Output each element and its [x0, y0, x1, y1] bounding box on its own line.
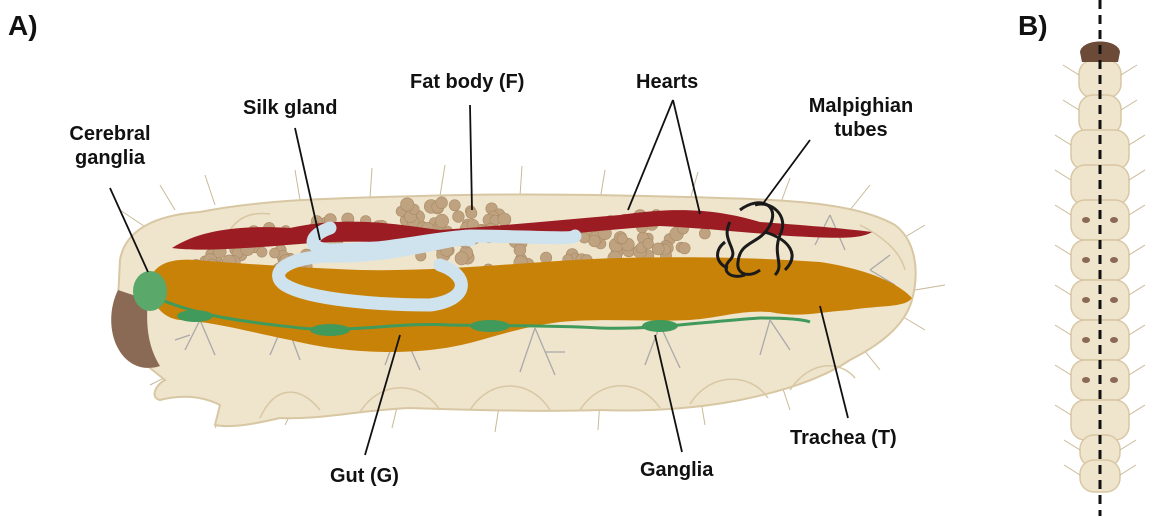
spiracle: [1082, 377, 1090, 383]
dorsal-seta: [1055, 135, 1071, 145]
dorsal-seta: [1129, 245, 1145, 255]
dorsal-seta: [1055, 170, 1071, 180]
dorsal-seta: [1055, 285, 1071, 295]
dorsal-seta: [1129, 325, 1145, 335]
spiracle: [1110, 257, 1118, 263]
spiracle: [1110, 377, 1118, 383]
dorsal-seta: [1063, 100, 1079, 110]
dorsal-seta: [1129, 365, 1145, 375]
dorsal-seta: [1055, 245, 1071, 255]
fat-body-cell: [679, 243, 690, 254]
label-hearts: Hearts: [636, 70, 698, 94]
fat-body-cell: [455, 252, 468, 265]
label-silk-gland: Silk gland: [243, 96, 337, 120]
dorsal-seta: [1129, 135, 1145, 145]
dorsal-seta: [1129, 170, 1145, 180]
spiracle: [1082, 337, 1090, 343]
fat-body-cell: [401, 198, 414, 211]
dorsal-seta: [1064, 465, 1080, 475]
spiracle: [1110, 297, 1118, 303]
dorsal-seta: [1121, 65, 1137, 75]
label-fat-body: Fat body (F): [410, 70, 524, 94]
dorsal-seta: [1120, 440, 1136, 450]
dorsal-seta: [1055, 325, 1071, 335]
panel-label-b: B): [1018, 10, 1048, 42]
fat-body-cell: [617, 234, 627, 244]
label-malpighian-tubes: Malpighian tubes: [796, 94, 926, 142]
fat-body-cell: [453, 211, 465, 223]
fat-body-cell: [652, 243, 664, 255]
dorsal-seta: [1129, 405, 1145, 415]
label-cerebral-ganglia-line1: Cerebral: [50, 122, 170, 146]
dorsal-seta: [1064, 440, 1080, 450]
fat-body-cell: [589, 235, 601, 247]
dorsal-seta: [1063, 65, 1079, 75]
panel-label-a: A): [8, 10, 38, 42]
label-malpighian-line1: Malpighian: [796, 94, 926, 118]
fat-body-cell: [270, 248, 280, 258]
label-gut: Gut (G): [330, 464, 399, 488]
spiracle: [1082, 257, 1090, 263]
dorsal-seta: [1055, 365, 1071, 375]
label-cerebral-ganglia-line2: ganglia: [50, 146, 170, 170]
dorsal-seta: [1120, 465, 1136, 475]
label-ganglia: Ganglia: [640, 458, 713, 482]
label-malpighian-line2: tubes: [796, 118, 926, 142]
label-cerebral-ganglia: Cerebral ganglia: [50, 122, 170, 170]
label-trachea: Trachea (T): [790, 426, 897, 450]
spiracle: [1082, 217, 1090, 223]
fat-body-cell: [699, 228, 710, 239]
dorsal-seta: [1129, 285, 1145, 295]
cerebral-ganglia: [133, 271, 167, 311]
spiracle: [1110, 337, 1118, 343]
fat-body-cell: [449, 200, 460, 211]
dorsal-seta: [1129, 205, 1145, 215]
fat-body-cell: [498, 213, 511, 226]
larva-lateral-view: [110, 100, 945, 455]
fat-body-cell: [436, 197, 448, 209]
fat-body-cell: [514, 244, 526, 256]
dorsal-seta: [1055, 205, 1071, 215]
dorsal-seta: [1121, 100, 1137, 110]
spiracle: [1110, 217, 1118, 223]
fat-body-cell: [435, 214, 448, 227]
dorsal-seta: [1055, 405, 1071, 415]
fat-body-cell: [643, 238, 654, 249]
spiracle: [1082, 297, 1090, 303]
fat-body-cell: [257, 247, 267, 257]
